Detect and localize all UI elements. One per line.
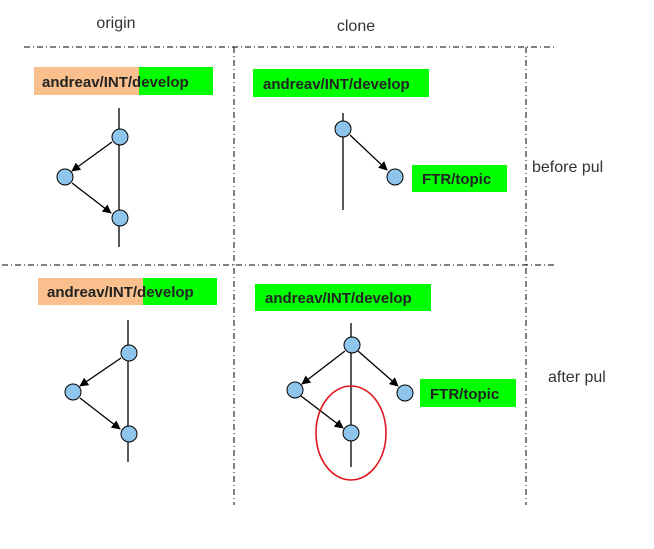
origin-before-panel: andreav/INT/develop xyxy=(34,67,213,247)
origin-after-panel: andreav/INT/develop xyxy=(38,278,217,462)
tag-current-part xyxy=(143,278,217,305)
commit-node xyxy=(396,384,414,402)
branch-tag-int-clone-before: andreav/INT/develop xyxy=(253,69,429,97)
commit-node xyxy=(286,381,304,399)
branch-tag-int-clone-after: andreav/INT/develop xyxy=(255,284,431,311)
commit-node xyxy=(386,168,404,186)
commit-node xyxy=(120,344,138,362)
tag-label: andreav/INT/develop xyxy=(42,74,189,91)
tag-current-part xyxy=(255,284,431,311)
edge-arrow xyxy=(300,395,344,429)
tag-current-part xyxy=(412,165,507,192)
clone-before-panel: andreav/INT/develop FTR/topic xyxy=(253,69,507,210)
row-label-before: before pul xyxy=(532,159,603,176)
branch-tag-ftr-clone-before: FTR/topic xyxy=(412,165,507,192)
commit-node xyxy=(111,128,129,146)
branch-tag-int-origin-before: andreav/INT/develop xyxy=(34,67,213,95)
branch-tag-int-origin-after: andreav/INT/develop xyxy=(38,278,217,305)
tag-label: andreav/INT/develop xyxy=(263,76,410,93)
tag-label: FTR/topic xyxy=(430,386,499,403)
edge-arrow xyxy=(349,134,388,171)
edge-arrow xyxy=(301,350,346,385)
tag-tracked-part xyxy=(38,278,143,305)
tag-label: FTR/topic xyxy=(422,171,491,188)
row-label-after: after pul xyxy=(548,369,606,386)
commit-node xyxy=(342,424,360,442)
edge-arrow xyxy=(79,357,122,387)
commit-node xyxy=(64,383,82,401)
commit-node xyxy=(111,209,129,227)
edge-arrow xyxy=(71,182,112,214)
commit-node xyxy=(334,120,352,138)
tag-current-part xyxy=(420,379,516,407)
commit-node xyxy=(343,336,361,354)
tag-current-part xyxy=(253,69,429,97)
tag-tracked-part xyxy=(34,67,139,95)
tag-label: andreav/INT/develop xyxy=(47,284,194,301)
commit-node xyxy=(56,168,74,186)
tag-label: andreav/INT/develop xyxy=(265,290,412,307)
commit-node xyxy=(120,425,138,443)
column-header-origin: origin xyxy=(96,15,135,32)
edge-arrow xyxy=(357,350,399,387)
branch-tag-ftr-clone-after: FTR/topic xyxy=(420,379,516,407)
tag-current-part xyxy=(139,67,213,95)
highlight-ellipse xyxy=(315,385,387,481)
edge-arrow xyxy=(79,397,121,430)
clone-after-panel: andreav/INT/develop FTR/topic xyxy=(255,284,516,481)
edge-arrow xyxy=(71,141,113,172)
column-header-clone: clone xyxy=(337,18,375,35)
